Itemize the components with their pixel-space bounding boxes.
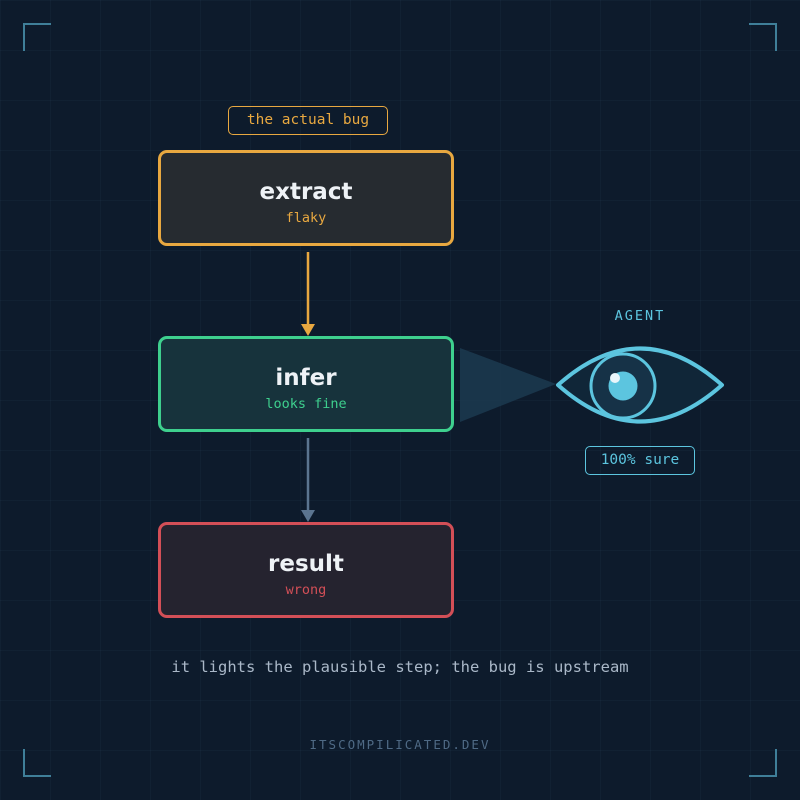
corner-bracket-top-left <box>23 23 51 51</box>
infer-node: infer looks fine <box>158 336 454 432</box>
result-node: result wrong <box>158 522 454 618</box>
extract-node-subtitle: flaky <box>285 210 327 226</box>
eye-icon <box>556 346 724 424</box>
infer-node-title: infer <box>275 365 337 391</box>
agent-gaze-cone <box>460 348 556 422</box>
infer-node-subtitle: looks fine <box>265 396 347 412</box>
corner-bracket-top-right <box>749 23 777 51</box>
footer-site-name: ITSCOMPILICATED.DEV <box>309 737 491 752</box>
extract-node: extract flaky <box>158 150 454 246</box>
corner-bracket-bottom-right <box>749 749 777 777</box>
agent-label: AGENT <box>614 308 666 324</box>
actual-bug-tag: the actual bug <box>228 106 388 135</box>
result-node-title: result <box>268 551 344 577</box>
extract-node-title: extract <box>259 179 353 205</box>
confidence-badge: 100% sure <box>585 446 695 475</box>
corner-bracket-bottom-left <box>23 749 51 777</box>
result-node-subtitle: wrong <box>285 582 327 598</box>
arrowhead-extract-to-infer <box>301 324 315 336</box>
arrowhead-infer-to-result <box>301 510 315 522</box>
caption-text: it lights the plausible step; the bug is… <box>171 658 629 676</box>
